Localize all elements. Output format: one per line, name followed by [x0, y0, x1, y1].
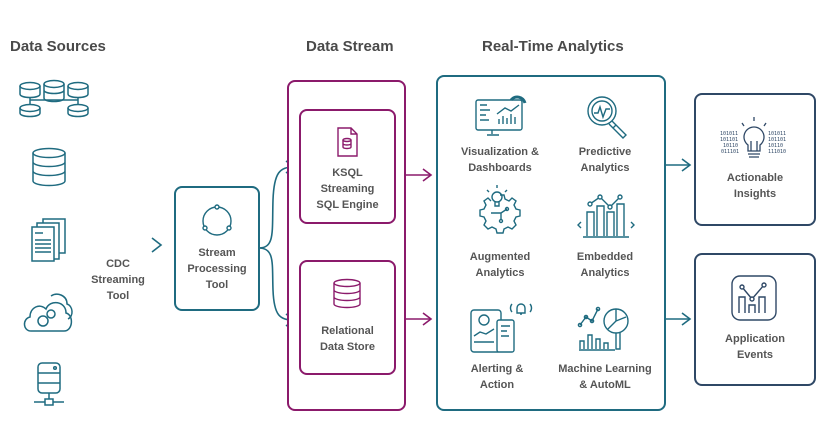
relational-data-store-box: [299, 260, 396, 375]
database-icon: [333, 278, 361, 309]
svg-text:101101: 101101: [720, 137, 738, 143]
analytics-item-embedded-analytics: Embedded Analytics: [576, 251, 634, 279]
svg-text:101101: 101101: [768, 137, 786, 143]
gear-lightbulb-icon: [479, 185, 521, 234]
app-chart-icon: [731, 275, 777, 321]
analytics-item-machine-learning-automl: Machine Learning & AutoML: [558, 363, 652, 391]
analytics-item-predictive-analytics: Predictive Analytics: [578, 146, 632, 174]
stream-to-analytics-arrows: [405, 168, 433, 326]
analytics-item-alerting-action: Alerting & Action: [470, 363, 524, 391]
svg-text:101011: 101011: [720, 131, 738, 137]
cdc-arrow: [78, 237, 163, 253]
application-events-label: Application Events: [725, 333, 785, 361]
cycle-icon: [202, 204, 232, 236]
heading-data-sources: Data Sources: [10, 38, 106, 55]
ml-chart-icon: [577, 306, 629, 351]
svg-text:10110: 10110: [723, 143, 738, 149]
analytics-item-augmented-analytics: Augmented Analytics: [469, 251, 531, 279]
heading-real-time-analytics: Real-Time Analytics: [482, 38, 624, 55]
real-time-analytics-container: [436, 75, 666, 411]
svg-text:101011: 101011: [768, 131, 786, 137]
lightbulb-binary-icon: 1010111011011011001110110101110110110110…: [720, 117, 786, 158]
sql-file-icon: [337, 127, 358, 157]
cloud-gears-icon: [23, 293, 73, 332]
magnifier-chart-icon: [587, 96, 627, 139]
ksql-engine-label: KSQL Streaming SQL Engine: [316, 167, 379, 211]
svg-text:011101: 011101: [721, 149, 739, 155]
actionable-insights-label: Actionable Insights: [726, 172, 784, 200]
heading-data-stream: Data Stream: [306, 38, 394, 55]
svg-text:111010: 111010: [768, 149, 786, 155]
stream-processing-tool-label: Stream Processing Tool: [187, 247, 247, 291]
cdc-streaming-tool-label: CDC Streaming Tool: [91, 258, 145, 302]
relational-data-store-label: Relational Data Store: [319, 325, 376, 353]
svg-text:10110: 10110: [768, 143, 783, 149]
analytics-item-visualization-dashboards: Visualization & Dashboards: [460, 146, 540, 174]
database-network-icon: [19, 79, 89, 118]
database-icon: [32, 147, 66, 187]
actionable-insights-box: [694, 93, 816, 226]
dashboard-monitor-icon: [475, 95, 527, 136]
devices-alert-icon: [470, 303, 533, 353]
bar-line-chart-icon: [577, 194, 635, 238]
server-network-icon: [34, 362, 64, 406]
analytics-to-output-arrows: [665, 158, 692, 326]
documents-icon: [31, 218, 66, 262]
